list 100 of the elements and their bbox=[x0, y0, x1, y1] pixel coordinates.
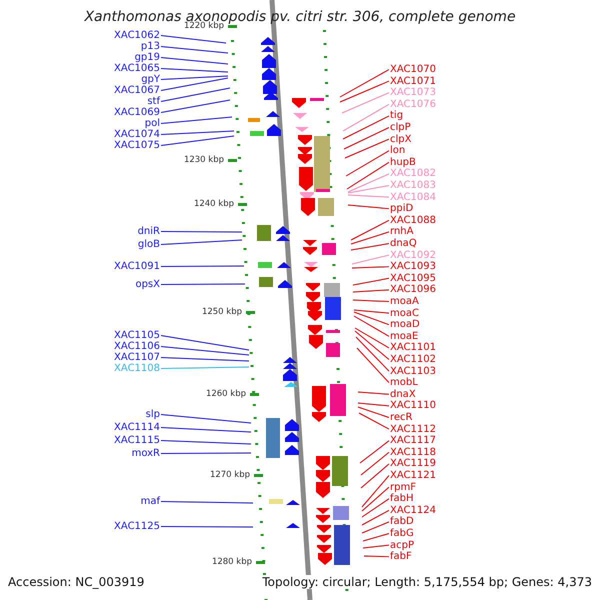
leader-line bbox=[160, 116, 232, 124]
gene-label: XAC1075 bbox=[114, 140, 160, 151]
leader-line bbox=[160, 452, 252, 454]
leader-line bbox=[360, 452, 390, 476]
leader-line bbox=[352, 278, 390, 286]
leader-line bbox=[160, 335, 250, 350]
gene-label: dniR bbox=[138, 226, 160, 237]
leader-line bbox=[160, 46, 228, 54]
gene-label: lon bbox=[390, 145, 406, 156]
gene-label: fabF bbox=[390, 551, 412, 562]
gene-label: clpX bbox=[390, 134, 412, 145]
leader-line bbox=[160, 68, 228, 72]
gene-label: slp bbox=[146, 409, 160, 420]
gene-label: XAC1114 bbox=[114, 422, 160, 433]
scale-label: 1220 kbp bbox=[184, 21, 224, 31]
leader-line bbox=[160, 88, 230, 102]
gene-label: fabH bbox=[390, 493, 414, 504]
gene-label: XAC1073 bbox=[390, 87, 436, 98]
leader-line bbox=[354, 330, 390, 360]
gene-label: gloB bbox=[138, 239, 160, 250]
gene-label: mobL bbox=[390, 377, 418, 388]
gene-label: XAC1095 bbox=[390, 272, 436, 284]
leader-line bbox=[160, 57, 228, 64]
gene-label: XAC1096 bbox=[390, 284, 436, 296]
gene-label: rpmF bbox=[390, 482, 416, 493]
gene-label: XAC1105 bbox=[114, 330, 160, 341]
gene-label: XAC1117 bbox=[390, 435, 436, 446]
leader-line bbox=[160, 526, 254, 528]
leader-line bbox=[160, 501, 254, 504]
gene-label: recR bbox=[390, 412, 412, 423]
gene-label: XAC1110 bbox=[390, 400, 436, 412]
leader-line bbox=[362, 475, 390, 508]
gene-label: XAC1103 bbox=[390, 366, 436, 377]
gene-label: XAC1115 bbox=[114, 435, 160, 446]
gene-label: XAC1119 bbox=[390, 458, 436, 470]
gene-label: XAC1065 bbox=[114, 63, 160, 74]
gene-label: maf bbox=[140, 496, 160, 507]
leader-line bbox=[160, 136, 234, 146]
leader-line bbox=[344, 138, 390, 158]
gene-label: opsX bbox=[135, 279, 160, 290]
leader-line bbox=[362, 521, 390, 534]
gene-label: XAC1067 bbox=[114, 85, 160, 96]
gene-label: rnhA bbox=[390, 226, 414, 238]
leader-line bbox=[342, 115, 390, 140]
leader-line bbox=[350, 243, 390, 250]
scale-label: 1240 kbp bbox=[194, 199, 234, 209]
leader-line bbox=[160, 427, 252, 432]
gene-label: XAC1074 bbox=[114, 129, 160, 140]
leader-line bbox=[160, 357, 250, 362]
gene-label: XAC1071 bbox=[390, 76, 436, 87]
leader-line bbox=[358, 392, 390, 395]
scale-label: 1250 kbp bbox=[202, 307, 242, 317]
leader-line bbox=[352, 266, 390, 268]
leader-line bbox=[348, 185, 390, 194]
gene-label: hupB bbox=[390, 156, 416, 168]
leader-line bbox=[160, 35, 226, 44]
gene-label: dnaQ bbox=[390, 238, 417, 249]
leader-line bbox=[362, 498, 390, 518]
leader-line bbox=[360, 440, 390, 464]
scale-label: 1260 kbp bbox=[206, 389, 246, 399]
gene-label: XAC1088 bbox=[390, 214, 436, 226]
leader-line bbox=[352, 289, 390, 292]
leader-line bbox=[356, 348, 390, 384]
gene-label: XAC1101 bbox=[390, 342, 436, 354]
gene-label: moaC bbox=[390, 308, 419, 319]
gene-label: XAC1108 bbox=[114, 363, 160, 374]
gene-label: XAC1118 bbox=[390, 446, 436, 458]
gene-label: moxR bbox=[132, 448, 160, 459]
gene-label: XAC1107 bbox=[114, 352, 160, 363]
gene-label: XAC1121 bbox=[390, 470, 436, 481]
leader-line bbox=[160, 240, 242, 245]
gene-label: XAC1092 bbox=[390, 250, 436, 261]
gene-label: XAC1069 bbox=[114, 107, 160, 118]
gene-label: moaE bbox=[390, 330, 418, 342]
gene-label: acpP bbox=[390, 540, 414, 551]
leader-line bbox=[354, 316, 390, 337]
leader-line bbox=[354, 310, 390, 314]
leader-line bbox=[354, 312, 390, 326]
leader-line bbox=[160, 76, 228, 80]
gene-label: moaA bbox=[390, 296, 419, 307]
leader-line bbox=[160, 284, 246, 285]
gene-label: XAC1093 bbox=[390, 261, 436, 272]
gene-label: XAC1091 bbox=[114, 261, 160, 272]
gene-label: XAC1062 bbox=[114, 30, 160, 41]
accession-text: Accession: NC_003919 bbox=[8, 575, 144, 589]
gene-label: XAC1083 bbox=[390, 180, 436, 191]
leader-line bbox=[362, 486, 390, 512]
gene-label: XAC1082 bbox=[390, 168, 436, 180]
gene-label: tig bbox=[390, 110, 404, 122]
leader-line bbox=[358, 402, 390, 406]
leader-line bbox=[346, 150, 390, 176]
gene-label: fabD bbox=[390, 516, 414, 528]
gene-label: XAC1102 bbox=[390, 354, 436, 365]
scale-label: 1280 kbp bbox=[212, 557, 252, 567]
gene-label: XAC1106 bbox=[114, 341, 160, 352]
leader-line bbox=[160, 231, 242, 232]
leader-line bbox=[358, 406, 390, 418]
gene-label: fabG bbox=[390, 528, 414, 539]
leader-line bbox=[350, 220, 390, 240]
gene-label: stf bbox=[147, 96, 160, 107]
